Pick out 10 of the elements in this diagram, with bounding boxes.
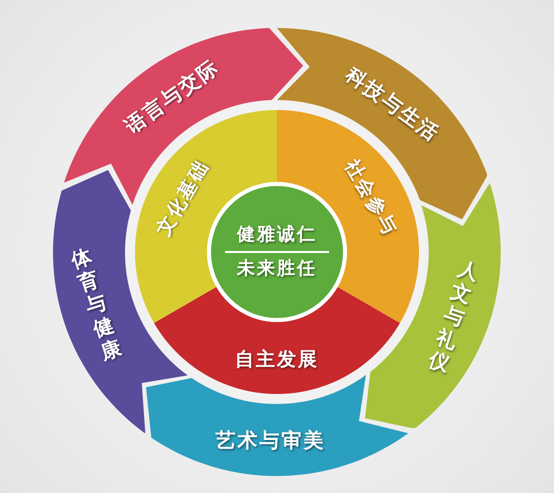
segment-label: 人文与礼仪 <box>424 256 483 377</box>
center-label: 未来胜任 <box>237 260 317 278</box>
segment-label: 自主发展 <box>234 350 319 370</box>
segment-label: 艺术与审美 <box>215 430 326 450</box>
segment-label: 科技与生活 <box>342 63 444 144</box>
segment-label: 体育与健康 <box>67 243 126 364</box>
segment-label: 文化基础 <box>154 156 213 240</box>
segment-label: 社会参与 <box>341 156 400 240</box>
segment-label: 语言与交际 <box>121 56 222 137</box>
center-label: 健雅诚仁 <box>237 226 317 244</box>
